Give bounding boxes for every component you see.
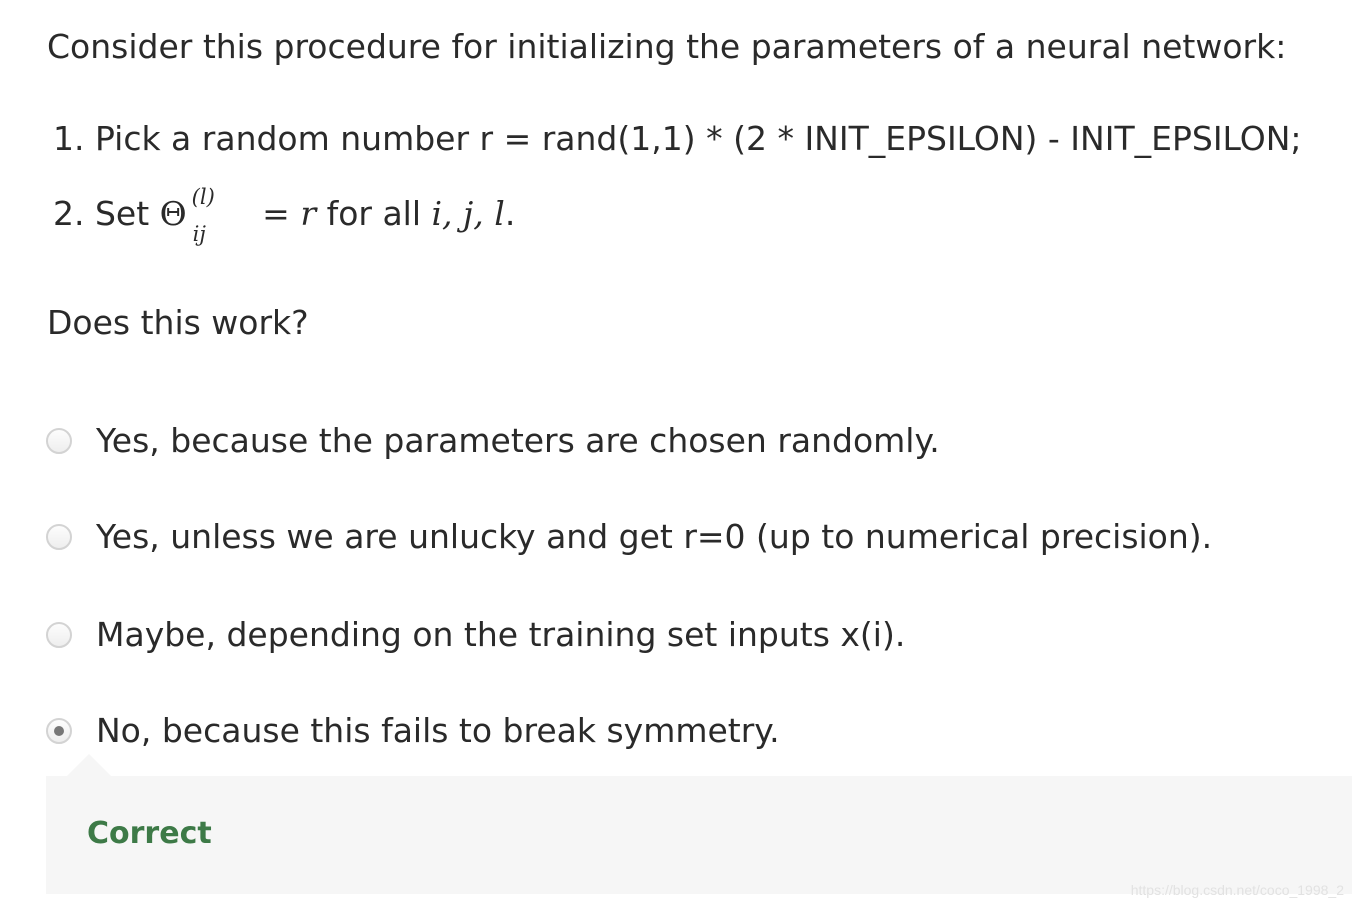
theta-letter: Θ xyxy=(159,194,187,233)
radio-button-3[interactable] xyxy=(46,718,72,744)
theta-subscript: ij xyxy=(192,222,206,246)
step-2-middle: for all xyxy=(316,194,432,233)
prompt-text: Does this work? xyxy=(47,303,309,342)
radio-button-2[interactable] xyxy=(46,622,72,648)
theta-superscript: (l) xyxy=(191,185,215,209)
index-list: i, j, l xyxy=(431,194,505,233)
option-2-label: Maybe, depending on the training set inp… xyxy=(96,615,906,654)
watermark: https://blog.csdn.net/coco_1998_2 xyxy=(1130,882,1344,898)
feedback-panel: Correct xyxy=(46,776,1352,894)
option-3[interactable]: No, because this fails to break symmetry… xyxy=(46,708,780,754)
equals-sign: = xyxy=(262,194,290,233)
option-1[interactable]: Yes, unless we are unlucky and get r=0 (… xyxy=(46,514,1212,560)
step-1: 1. Pick a random number r = rand(1,1) * … xyxy=(53,119,1302,158)
step-2-prefix: 2. Set xyxy=(53,194,160,233)
option-3-label: No, because this fails to break symmetry… xyxy=(96,711,780,750)
option-0-label: Yes, because the parameters are chosen r… xyxy=(96,421,940,460)
theta-symbol: Θ (l) ij xyxy=(159,185,252,246)
radio-button-1[interactable] xyxy=(46,524,72,550)
option-1-label: Yes, unless we are unlucky and get r=0 (… xyxy=(96,517,1213,556)
option-0[interactable]: Yes, because the parameters are chosen r… xyxy=(46,418,940,464)
radio-button-0[interactable] xyxy=(46,428,72,454)
question-text: Consider this procedure for initializing… xyxy=(47,27,1287,66)
variable-r: r xyxy=(300,194,317,233)
feedback-caret xyxy=(67,754,111,776)
step-2: 2. Set Θ (l) ij = r for all i, j, l. xyxy=(53,185,516,246)
step-2-period: . xyxy=(504,194,516,233)
option-2[interactable]: Maybe, depending on the training set inp… xyxy=(46,612,905,658)
feedback-correct-text: Correct xyxy=(87,816,212,851)
